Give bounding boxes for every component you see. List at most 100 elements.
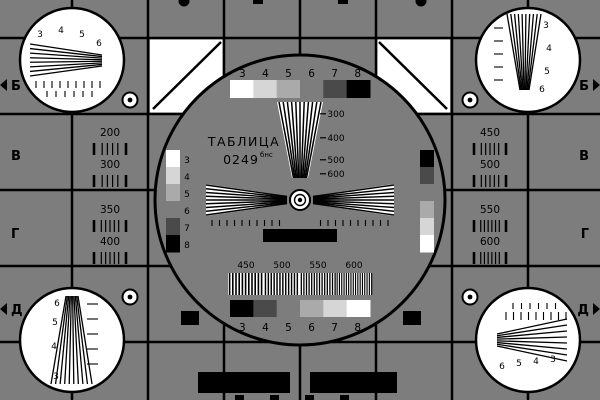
- corner-wedge-line: [29, 65, 103, 77]
- table-title: ТАБЛИЦА: [207, 134, 280, 149]
- diagonal-line-right: [378, 41, 448, 110]
- corner-wedge-line: [68, 295, 72, 385]
- fan-line-left: [205, 202, 288, 216]
- row-letter-right: Д: [577, 303, 589, 318]
- corner-wedge-line: [64, 295, 71, 385]
- corner-wedge-line: [528, 13, 542, 91]
- corner-wedge-line: [29, 60, 103, 63]
- wedge-label: 300: [327, 110, 344, 120]
- corner-digit: 4: [51, 342, 57, 352]
- fan-line-right: [312, 202, 395, 216]
- corner-wedge-line: [72, 295, 75, 385]
- side-burst-label: 400: [100, 236, 120, 248]
- row-arrow-left: [0, 303, 7, 315]
- grayscale-step-right: [420, 218, 434, 236]
- row-letter-right: Г: [581, 227, 589, 242]
- cut-marker: [270, 395, 279, 400]
- fan-line-left: [205, 195, 288, 200]
- fan-line-right: [312, 184, 395, 198]
- grayscale-step-right: [420, 201, 434, 219]
- left-scale-digit: 5: [184, 190, 190, 200]
- fan-line-left: [205, 188, 288, 199]
- corner-digit: 4: [546, 44, 552, 54]
- grayscale-step-bottom: [323, 300, 348, 317]
- corner-wedge-line: [496, 343, 568, 356]
- grayscale-step-top: [300, 80, 324, 98]
- corner-wedge-line: [517, 13, 524, 91]
- needle-pulse-bar: [263, 229, 337, 242]
- corner-digit: 5: [52, 318, 58, 328]
- row-arrow-right: [593, 303, 600, 315]
- grayscale-step-left: [166, 150, 180, 168]
- corner-wedge-line: [77, 295, 93, 385]
- wedge-line: [304, 101, 318, 179]
- corner-circles: 3456345665436543: [18, 6, 582, 394]
- cut-marker: [235, 395, 244, 400]
- fan-line-left: [205, 201, 288, 209]
- corner-wedge-line: [525, 13, 531, 91]
- corner-circle-outline: [474, 286, 582, 394]
- corner-wedge-line: [29, 63, 103, 73]
- corner-digit: 6: [96, 39, 102, 49]
- corner-digit: 3: [550, 355, 556, 365]
- corner-wedge-line: [29, 52, 103, 59]
- corner-wedge-line: [496, 345, 568, 362]
- grayscale-step-right: [420, 150, 434, 168]
- table-number-suffix: бнс: [260, 151, 273, 159]
- grayscale-step-bottom: [346, 300, 371, 317]
- corner-wedge-line: [513, 13, 523, 91]
- grayscale-step-top: [230, 80, 254, 98]
- corner-wedge-line: [50, 295, 67, 385]
- fan-line-left: [205, 184, 288, 198]
- fan-line-right: [312, 200, 395, 205]
- black-square-right: [403, 311, 421, 325]
- diagonal-line-left: [152, 41, 222, 110]
- corner-wedge-line: [29, 57, 103, 61]
- side-burst-label: 600: [480, 236, 500, 248]
- registration-mark-dot: [467, 97, 473, 103]
- corner-wedge-line: [496, 336, 568, 340]
- corner-wedge-line: [526, 13, 535, 91]
- grayscale-step-top: [276, 80, 301, 98]
- cut-marker: [178, 0, 190, 7]
- left-scale-digit: 4: [184, 173, 190, 183]
- corner-digit: 6: [539, 85, 545, 95]
- row-letter-left: Г: [11, 227, 19, 242]
- registration-mark-dot: [127, 97, 133, 103]
- corner-digit: 4: [533, 357, 539, 367]
- corner-wedge-line: [527, 13, 538, 91]
- center-burst-label: 500: [273, 261, 290, 271]
- fan-line-left: [205, 200, 288, 205]
- fan-line-left: [205, 191, 288, 199]
- row-arrow-left: [0, 79, 7, 91]
- corner-wedge-line: [59, 295, 70, 385]
- corner-digit: 6: [54, 299, 60, 309]
- cut-marker: [338, 0, 348, 4]
- side-burst-label: 550: [480, 204, 500, 216]
- row-letter-right: Б: [579, 79, 589, 94]
- row-letter-right: В: [579, 149, 589, 164]
- grayscale-step-bottom: [253, 300, 278, 317]
- corner-wedge-line: [29, 47, 103, 58]
- grayscale-step-left: [166, 167, 180, 185]
- wedge-line: [303, 101, 314, 179]
- wedge-label: 600: [327, 170, 344, 180]
- wedge-line: [300, 101, 305, 179]
- fan-line-right: [312, 201, 395, 212]
- fan-line-left: [205, 201, 288, 212]
- grayscale-step-right: [420, 184, 434, 202]
- wedge-line: [286, 101, 297, 179]
- wedge-line: [295, 101, 300, 179]
- convergence-triangles: [150, 39, 450, 113]
- left-scale-digit: 6: [184, 207, 190, 217]
- corner-wedge-line: [496, 341, 568, 350]
- center-burst-label: 600: [345, 261, 362, 271]
- grayscale-step-top: [323, 80, 348, 98]
- wedge-label: 400: [327, 134, 344, 144]
- center-mark-dot: [297, 197, 303, 203]
